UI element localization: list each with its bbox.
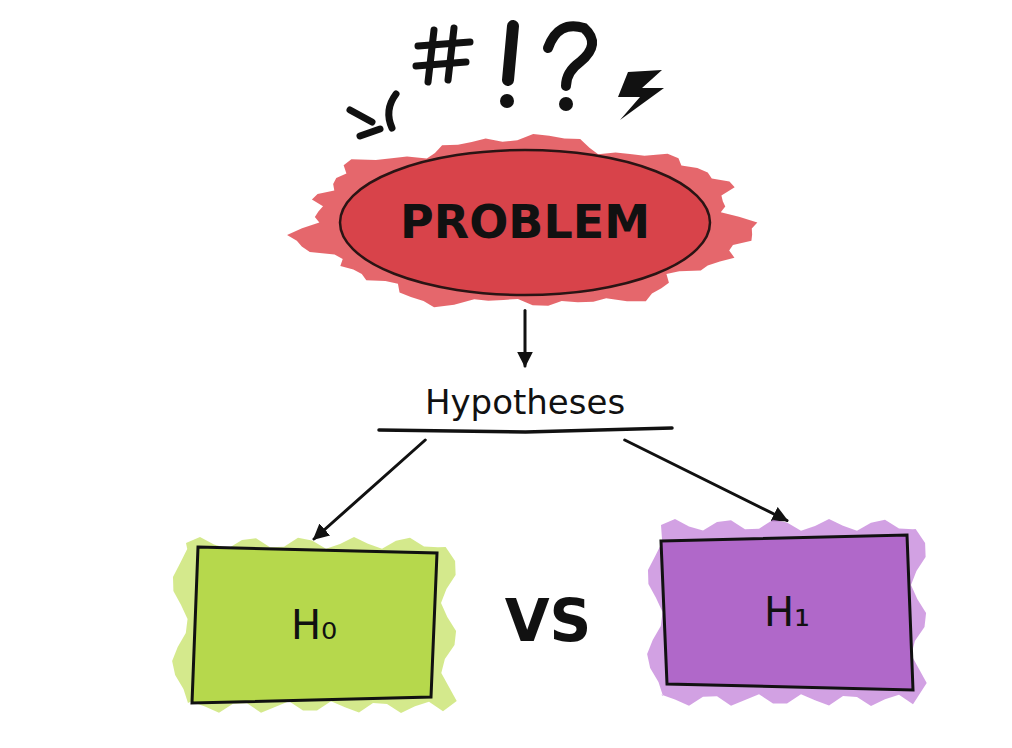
scribble-fill [287, 133, 757, 306]
ellipse-outline [340, 150, 710, 295]
hash-symbol [416, 28, 470, 82]
lightning-symbol [618, 70, 664, 120]
problem-ellipse: PROBLEM [340, 150, 710, 295]
scribble-fill [172, 537, 457, 713]
node-text: H₁ [764, 589, 810, 635]
alternative-hypothesis-box: H₁ [667, 535, 907, 690]
null-hypothesis-box: H₀ [192, 553, 437, 697]
question-dot [559, 97, 573, 111]
spark-mark [389, 94, 396, 128]
node-text-group: PROBLEM [400, 196, 650, 249]
underline [379, 428, 672, 432]
node-text: H₀ [291, 602, 337, 648]
box-outline [661, 535, 913, 690]
connector-arrow [314, 440, 425, 539]
node-text: Hypotheses [425, 383, 625, 422]
node-text: PROBLEM [400, 196, 650, 249]
node-text-group: H₁ [764, 589, 810, 635]
exclamation-symbol [508, 26, 513, 80]
scribble-fill [647, 519, 927, 706]
exclamation-dot [500, 94, 514, 108]
spark-mark [360, 129, 380, 136]
node-text-group: Hypotheses [425, 383, 625, 422]
box-outline [192, 547, 437, 703]
node-text-group: H₀ [291, 602, 337, 648]
hypotheses-heading: Hypotheses [383, 374, 668, 432]
connector-arrow [524, 311, 527, 367]
spark-mark [350, 110, 372, 122]
connector-arrow [625, 440, 787, 521]
versus-label: VS [505, 590, 592, 654]
question-symbol [548, 26, 592, 86]
